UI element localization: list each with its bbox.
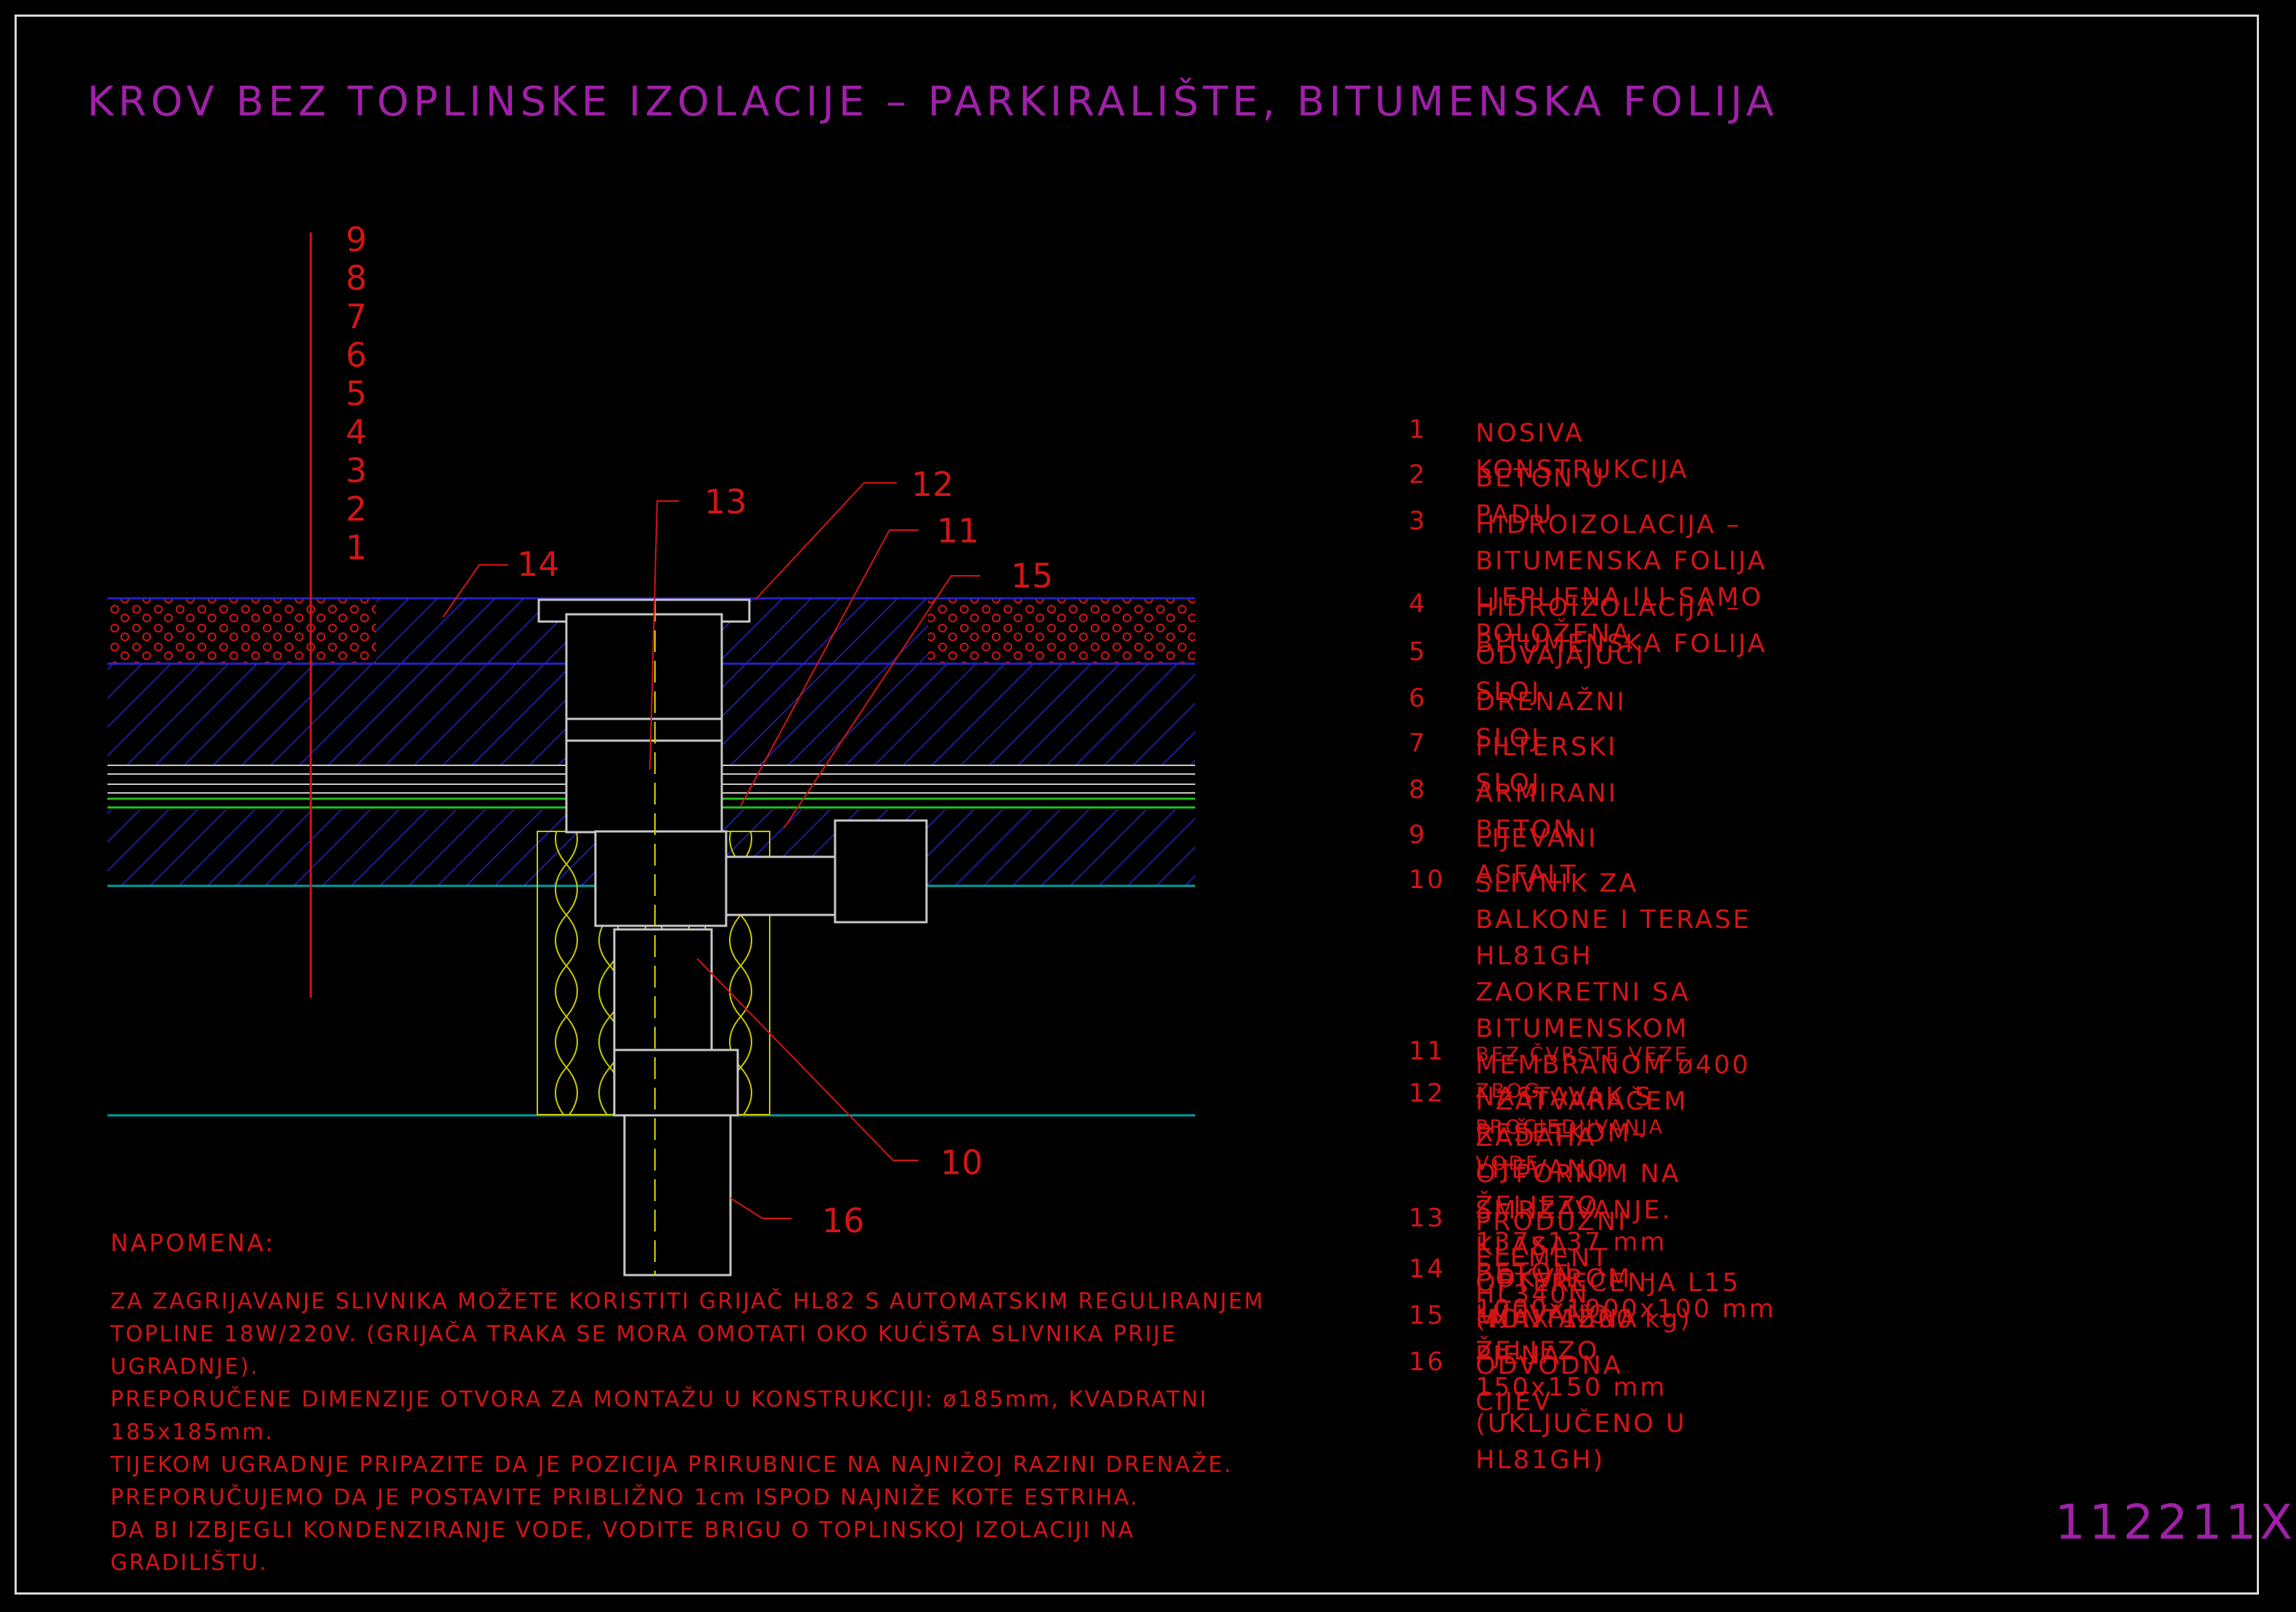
- callout-15: 15: [1011, 556, 1054, 595]
- scale-3: 3: [346, 451, 367, 490]
- drawing-code: 112211X: [2055, 1494, 2296, 1550]
- notes-block: ZA ZAGRIJAVANJE SLIVNIKA MOŽETE KORISTIT…: [110, 1285, 1265, 1579]
- drawing-frame: [15, 15, 2259, 1595]
- callout-11: 11: [937, 511, 980, 550]
- note-line: UGRADNJE).: [110, 1354, 259, 1380]
- scale-8: 8: [346, 259, 367, 298]
- note-line: TIJEKOM UGRADNJE PRIPAZITE DA JE POZICIJ…: [110, 1452, 1233, 1478]
- scale-9: 9: [346, 220, 367, 259]
- scale-1: 1: [346, 528, 367, 567]
- scale-5: 5: [346, 374, 367, 413]
- callout-13: 13: [704, 482, 747, 521]
- callout-14: 14: [517, 545, 560, 584]
- note-line: GRADILIŠTU.: [110, 1550, 269, 1576]
- asphalt-layer-left: [107, 598, 376, 664]
- note-line: DA BI IZBJEGLI KONDENZIRANJE VODE, VODIT…: [110, 1518, 1135, 1543]
- note-line: 185x185mm.: [110, 1420, 274, 1445]
- callout-12: 12: [911, 465, 954, 504]
- callout-16: 16: [822, 1201, 865, 1240]
- layer-scale-labels: 9 8 7 6 5 4 3 2 1: [346, 221, 367, 567]
- note-line: TOPLINE 18W/220V. (GRIJAČA TRAKA SE MORA…: [110, 1322, 1178, 1347]
- note-line: ZA ZAGRIJAVANJE SLIVNIKA MOŽETE KORISTIT…: [110, 1289, 1265, 1314]
- scale-6: 6: [346, 335, 367, 375]
- note-line: PREPORUČENE DIMENZIJE OTVORA ZA MONTAŽU …: [110, 1387, 1208, 1412]
- drawing-title: KROV BEZ TOPLINSKE IZOLACIJE – PARKIRALI…: [87, 78, 1778, 126]
- asphalt-layer-right: [928, 598, 1195, 664]
- scale-4: 4: [346, 412, 367, 452]
- callout-10: 10: [940, 1143, 983, 1182]
- scale-2: 2: [346, 489, 367, 529]
- note-line: PREPORUČUJEMO DA JE POSTAVITE PRIBLIŽNO …: [110, 1485, 1139, 1510]
- drain-assembly: [537, 598, 928, 1277]
- callout-leaders: [442, 482, 980, 1219]
- scale-7: 7: [346, 297, 367, 336]
- note-heading: NAPOMENA:: [110, 1229, 276, 1257]
